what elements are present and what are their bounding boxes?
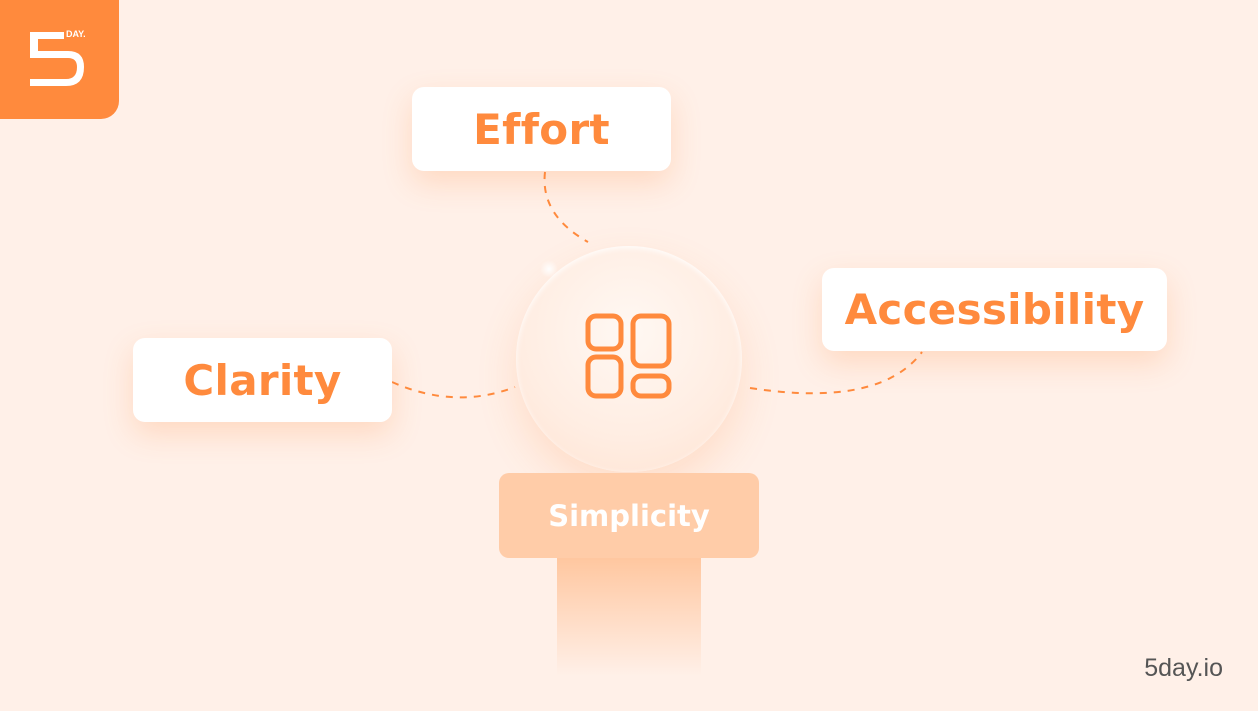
dashboard-layout-icon [585, 313, 672, 399]
node-effort: Effort [412, 87, 671, 171]
center-label-box: Simplicity [499, 473, 759, 558]
connector-effort [543, 171, 589, 243]
node-effort-label: Effort [473, 104, 610, 154]
node-clarity: Clarity [133, 338, 392, 422]
connector-clarity [391, 381, 516, 399]
brand-logo: DAY. [0, 0, 119, 119]
website-url: 5day.io [1144, 654, 1223, 682]
five-day-logo-icon: DAY. [30, 29, 86, 86]
logo-day-text: DAY. [66, 29, 86, 39]
sparkle-highlight [540, 260, 558, 278]
pedestal-column [557, 556, 701, 676]
node-clarity-label: Clarity [183, 355, 342, 405]
connector-accessibility [749, 351, 923, 395]
node-accessibility-label: Accessibility [844, 285, 1145, 334]
center-label: Simplicity [548, 498, 710, 533]
center-hub [516, 246, 742, 472]
node-accessibility: Accessibility [822, 268, 1167, 351]
